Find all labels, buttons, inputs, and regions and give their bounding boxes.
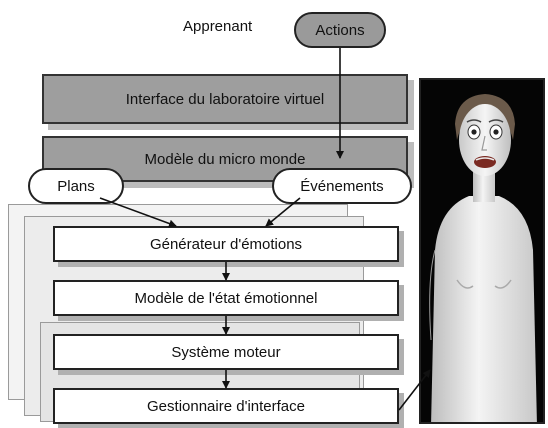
plans-node: Plans — [28, 168, 124, 204]
plans-arrow — [99, 197, 177, 228]
actions-node: Actions — [294, 12, 386, 48]
emotion-generator-box: Générateur d'émotions — [53, 226, 399, 262]
avatar-arrow — [398, 369, 431, 411]
motor-system-box: Système moteur — [53, 334, 399, 370]
events-node: Événements — [272, 168, 412, 204]
events-arrow — [265, 197, 301, 227]
avatar-figure — [429, 94, 537, 422]
emotional-state-model-box: Modèle de l'état émotionnel — [53, 280, 399, 316]
avatar-image — [419, 78, 545, 424]
learner-label: Apprenant — [183, 18, 253, 35]
virtual-lab-interface-box: Interface du laboratoire virtuel — [42, 74, 408, 124]
interface-manager-box: Gestionnaire d'interface — [53, 388, 399, 424]
